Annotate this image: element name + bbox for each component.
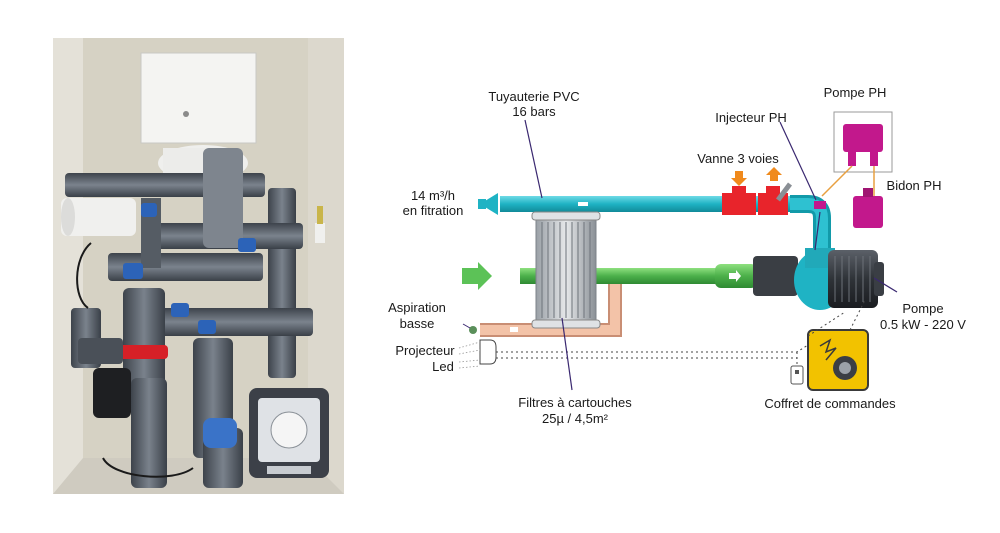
low-suction-pipe — [480, 284, 622, 337]
suction-label-line2: basse — [400, 316, 435, 331]
arrow-right-icon — [729, 270, 741, 282]
pump-motor — [93, 368, 131, 418]
circuit-diagram: Tuyauterie PVC 16 bars 14 m³/h en fitrat… — [388, 85, 966, 426]
valve-label: Vanne 3 voies — [697, 151, 779, 166]
arrow-left-icon — [480, 193, 498, 215]
control-box — [807, 329, 869, 391]
lightning-icon — [819, 338, 837, 361]
pump-label-line2: 0.5 kW - 220 V — [880, 317, 966, 332]
ph-tank — [853, 196, 883, 228]
arrow-right-icon — [462, 262, 492, 290]
flow-label-line2: en fitration — [403, 203, 464, 218]
timer-box — [249, 388, 329, 478]
filters-label-line1: Filtres à cartouches — [518, 395, 632, 410]
ph-pump-label: Pompe PH — [824, 85, 887, 100]
pvc-pipes — [65, 148, 313, 488]
suction-nozzle — [469, 326, 477, 334]
led-projector — [479, 339, 497, 365]
injector-label: Injecteur PH — [715, 110, 787, 125]
filtration-unit-photo — [53, 38, 344, 494]
ph-tank-label: Bidon PH — [887, 178, 942, 193]
skimmer-cover — [140, 52, 257, 188]
pump — [753, 248, 884, 310]
cartridge-filter — [531, 211, 601, 329]
pump-label-line1: Pompe — [902, 301, 943, 316]
suction-label-line1: Aspiration — [388, 300, 446, 315]
flow-label-line1: 14 m³/h — [411, 188, 455, 203]
projector-label-line2: Led — [432, 359, 454, 374]
pipe-label-line2: 16 bars — [512, 104, 556, 119]
control-box-label: Coffret de commandes — [764, 396, 896, 411]
valve-handles — [123, 203, 256, 448]
three-way-valve — [722, 167, 792, 215]
pipe-label-line1: Tuyauterie PVC — [488, 89, 579, 104]
ph-injector — [814, 201, 826, 209]
projector-label-line1: Projecteur — [395, 343, 455, 358]
ph-pump — [833, 111, 893, 173]
filters-label-line2: 25µ / 4,5m² — [542, 411, 609, 426]
switch-icon — [790, 365, 804, 385]
